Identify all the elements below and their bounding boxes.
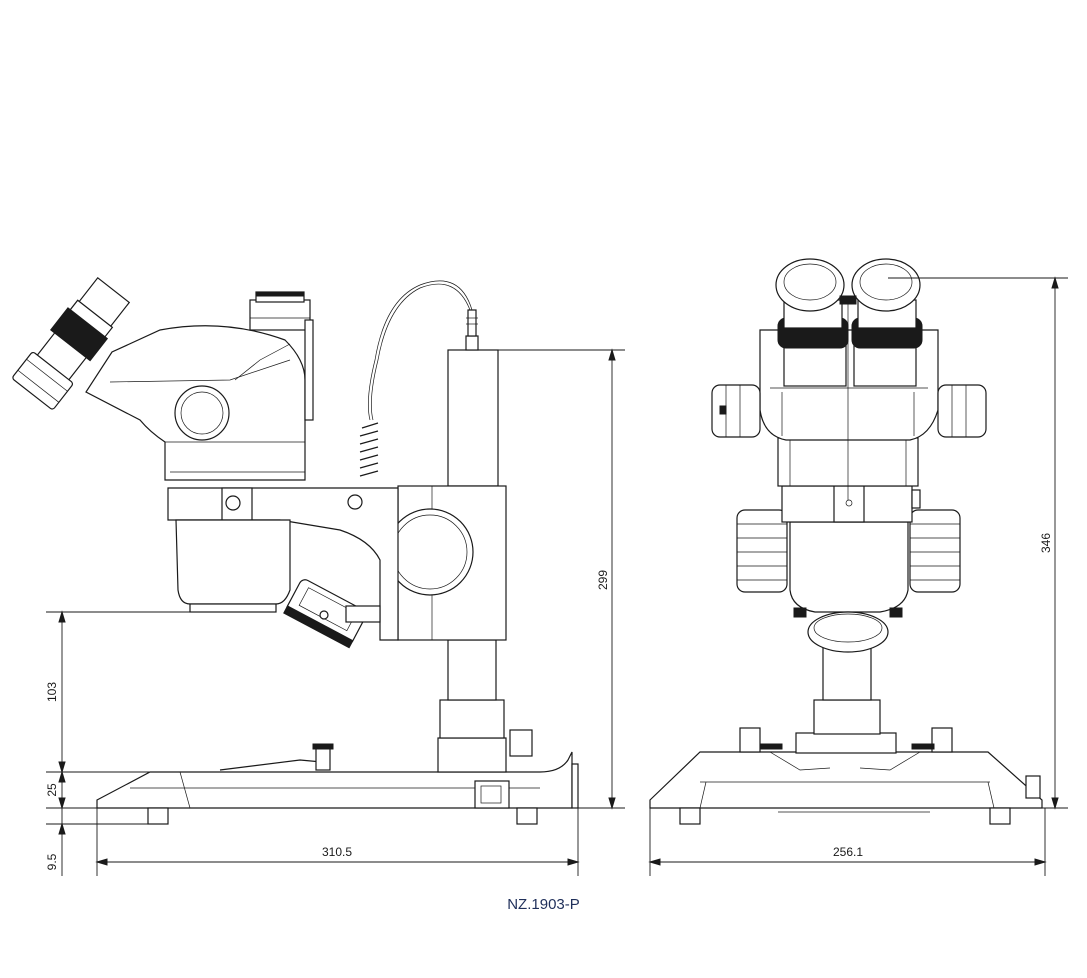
dim-stage-clearance: 103 bbox=[45, 682, 59, 702]
front-eyepieces bbox=[775, 258, 923, 387]
dim-base-width: 256.1 bbox=[833, 845, 863, 859]
front-base bbox=[649, 727, 1043, 825]
side-focus-block bbox=[386, 485, 507, 641]
front-dimensions: 346 256.1 bbox=[648, 276, 1068, 876]
side-dimensions: 299 103 25 9.5 310.5 bbox=[45, 348, 625, 876]
side-view: 299 103 25 9.5 310.5 bbox=[12, 276, 625, 876]
side-ring-light bbox=[283, 579, 381, 649]
dim-foot-height: 9.5 bbox=[45, 853, 59, 870]
dim-base-height: 25 bbox=[45, 783, 59, 797]
side-arm bbox=[167, 487, 399, 641]
side-eyepiece bbox=[12, 276, 131, 410]
front-focus-knobs bbox=[736, 485, 961, 593]
front-objective bbox=[789, 521, 909, 653]
side-base bbox=[96, 743, 579, 825]
front-pillar bbox=[795, 639, 897, 754]
side-cable bbox=[359, 280, 473, 477]
side-pillar bbox=[437, 309, 533, 773]
front-head bbox=[711, 296, 987, 500]
dim-base-length: 310.5 bbox=[322, 845, 352, 859]
side-objective bbox=[175, 519, 291, 613]
front-view: 346 256.1 bbox=[648, 258, 1068, 876]
dim-total-height: 299 bbox=[596, 570, 610, 590]
side-head bbox=[85, 291, 314, 481]
dim-front-total-height: 346 bbox=[1039, 533, 1053, 553]
model-code-caption: NZ.1903-P bbox=[507, 896, 580, 913]
